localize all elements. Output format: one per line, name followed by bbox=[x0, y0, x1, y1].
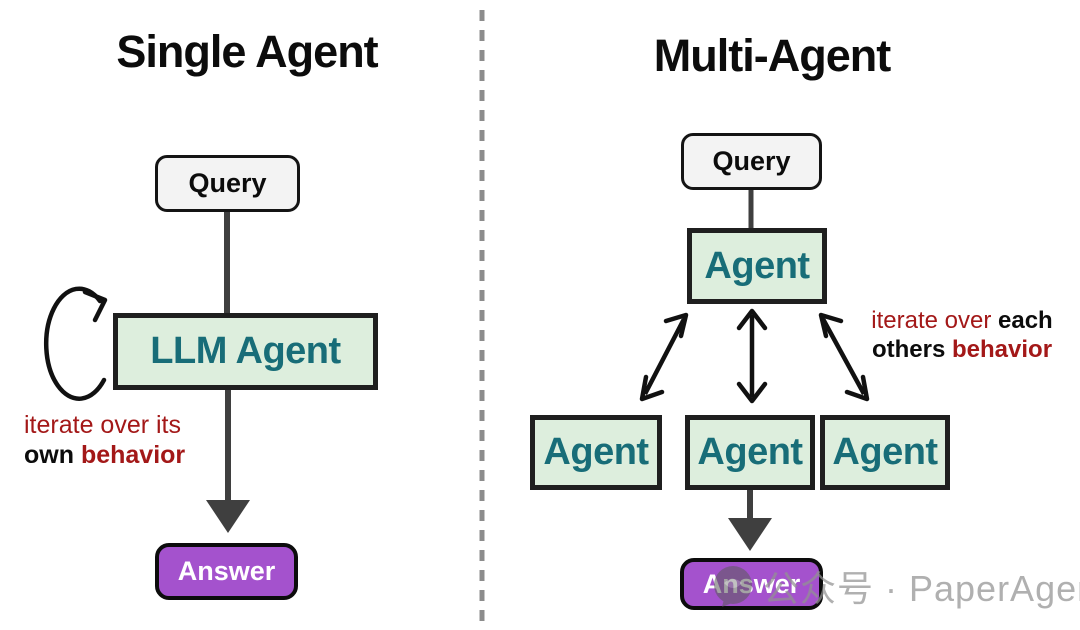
worker-agent-label-3: Agent bbox=[832, 431, 938, 473]
arrowhead-up-icon bbox=[736, 308, 768, 331]
right-answer-label: Answer bbox=[702, 568, 801, 599]
bidirectional-arrow-right bbox=[821, 317, 866, 396]
multi-agent-title: Multi-Agent bbox=[653, 30, 891, 81]
left-query-box: Query bbox=[155, 155, 300, 212]
arrowhead-down-right-icon bbox=[844, 374, 870, 402]
worker-agent-box-2: Agent bbox=[685, 415, 815, 490]
right-query-label: Query bbox=[712, 146, 791, 176]
worker-agent-box-3: Agent bbox=[820, 415, 950, 490]
right-answer-box: Answer bbox=[680, 558, 823, 610]
left-annotation-own: own bbox=[24, 441, 74, 469]
worker-agent-label-2: Agent bbox=[697, 431, 803, 473]
arrowhead-down-icon bbox=[736, 381, 768, 404]
single-agent-title: Single Agent bbox=[116, 26, 378, 77]
right-query-box: Query bbox=[681, 133, 822, 190]
llm-agent-label: LLM Agent bbox=[150, 330, 341, 372]
arrowhead-down-left-icon bbox=[639, 374, 665, 402]
right-annotation: iterate over each others behavior bbox=[852, 306, 1072, 364]
left-annotation-behavior: behavior bbox=[80, 441, 186, 469]
left-annotation-line1: iterate over its bbox=[24, 411, 182, 439]
worker-agent-box-1: Agent bbox=[530, 415, 662, 490]
left-query-label: Query bbox=[188, 168, 267, 198]
orchestrator-agent-label: Agent bbox=[704, 244, 810, 287]
right-annotation-each: each bbox=[998, 307, 1053, 334]
arrowhead-up-right-icon bbox=[663, 312, 689, 339]
right-annotation-iterate-over: iterate over bbox=[871, 307, 992, 334]
worker-agent-label-1: Agent bbox=[543, 431, 649, 473]
left-answer-box: Answer bbox=[155, 543, 298, 600]
bidirectional-arrow-left bbox=[643, 317, 686, 396]
left-down-arrowhead-icon bbox=[206, 500, 250, 533]
self-loop-arrowhead-icon bbox=[82, 289, 108, 323]
arrowhead-up-left-icon bbox=[818, 312, 844, 339]
right-annotation-others: others bbox=[871, 336, 946, 363]
left-answer-label: Answer bbox=[177, 556, 276, 586]
llm-agent-box: LLM Agent bbox=[113, 313, 378, 390]
orchestrator-agent-box: Agent bbox=[687, 228, 827, 304]
self-loop-arrow-icon bbox=[43, 286, 107, 401]
right-down-arrowhead-icon bbox=[728, 518, 772, 551]
left-annotation: iterate over its own behavior bbox=[24, 410, 224, 470]
right-annotation-behavior: behavior bbox=[952, 336, 1053, 363]
